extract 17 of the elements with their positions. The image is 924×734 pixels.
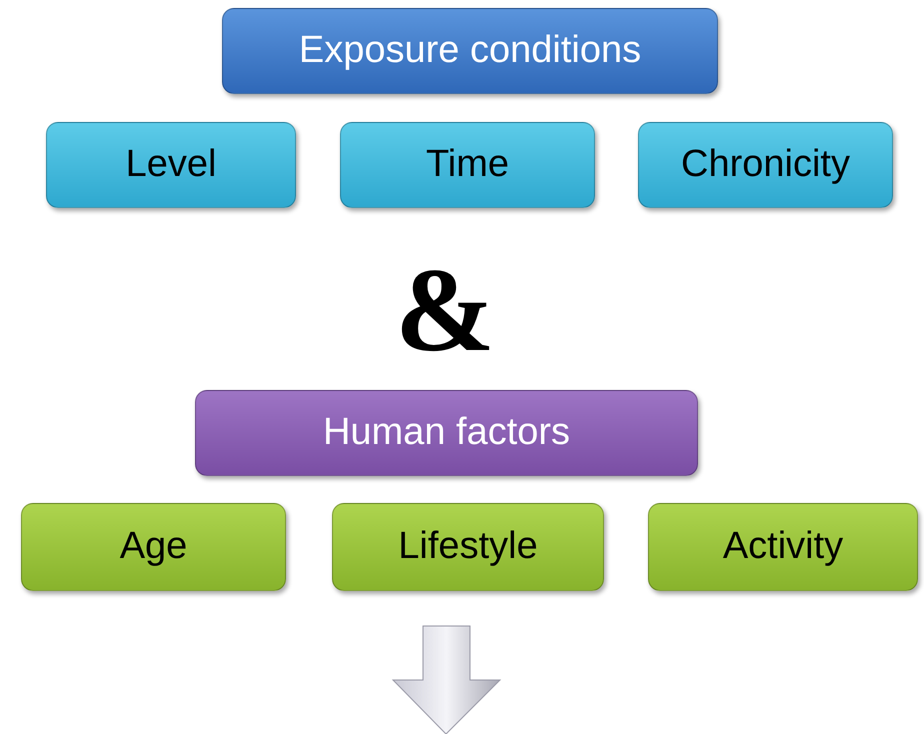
box-label: Level xyxy=(126,144,216,186)
category-box xyxy=(340,122,595,208)
category-box xyxy=(332,503,604,591)
box-label: Age xyxy=(120,526,188,568)
box-label: Exposure conditions xyxy=(298,30,642,72)
category-box xyxy=(21,503,286,591)
category-box xyxy=(195,390,698,476)
category-box xyxy=(46,122,296,208)
category-box xyxy=(648,503,918,591)
category-box xyxy=(222,8,718,94)
box-label: Human factors xyxy=(322,412,570,454)
box-label: Activity xyxy=(722,526,844,568)
box-label: Lifestyle xyxy=(398,526,538,568)
ampersand-text: & xyxy=(394,250,496,370)
box-label: Chronicity xyxy=(681,144,850,186)
box-label: Time xyxy=(426,144,510,186)
category-box xyxy=(638,122,893,208)
